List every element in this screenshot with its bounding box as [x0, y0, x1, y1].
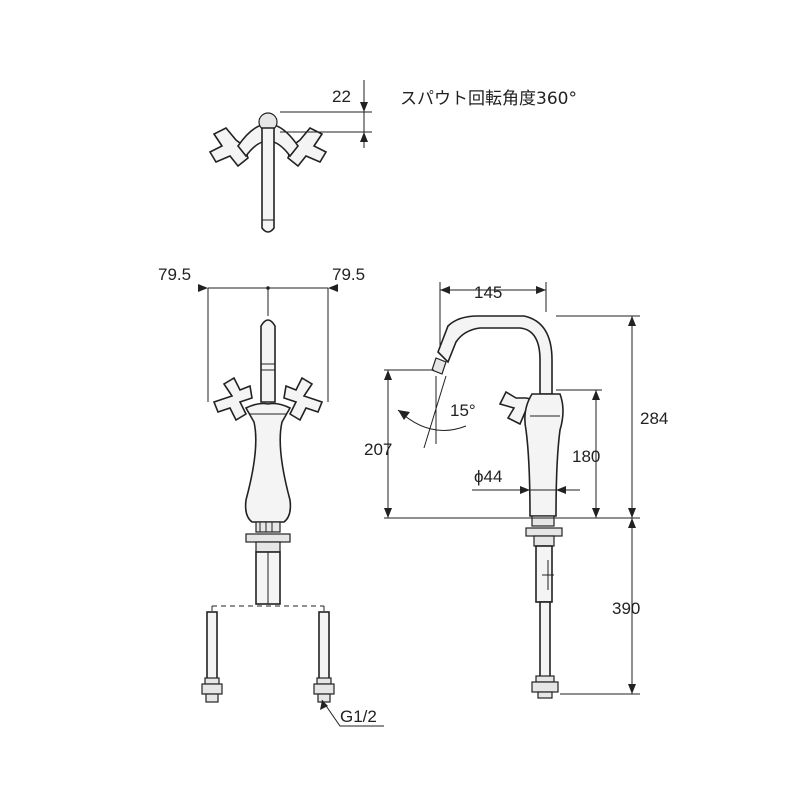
- dim-spout-reach: 145: [474, 283, 502, 302]
- side-view: 145 15° ϕ44 207: [364, 282, 668, 699]
- rotation-angle-note: スパウト回転角度360°: [400, 89, 577, 109]
- front-view: 79.5 79.5: [158, 265, 384, 727]
- dim-hose-length: 390: [612, 599, 640, 618]
- dim-spout-angle: 15°: [450, 401, 476, 420]
- dim-right-width: 79.5: [332, 265, 365, 284]
- dim-thread: G1/2: [340, 707, 377, 726]
- dim-total-height: 284: [640, 409, 668, 428]
- dim-base-diameter: ϕ44: [474, 467, 502, 486]
- top-view: 22: [208, 80, 372, 233]
- dim-top-offset: 22: [332, 87, 351, 106]
- dim-left-width: 79.5: [158, 265, 191, 284]
- dim-spout-height: 207: [364, 440, 392, 459]
- dim-handle-height: 180: [572, 447, 600, 466]
